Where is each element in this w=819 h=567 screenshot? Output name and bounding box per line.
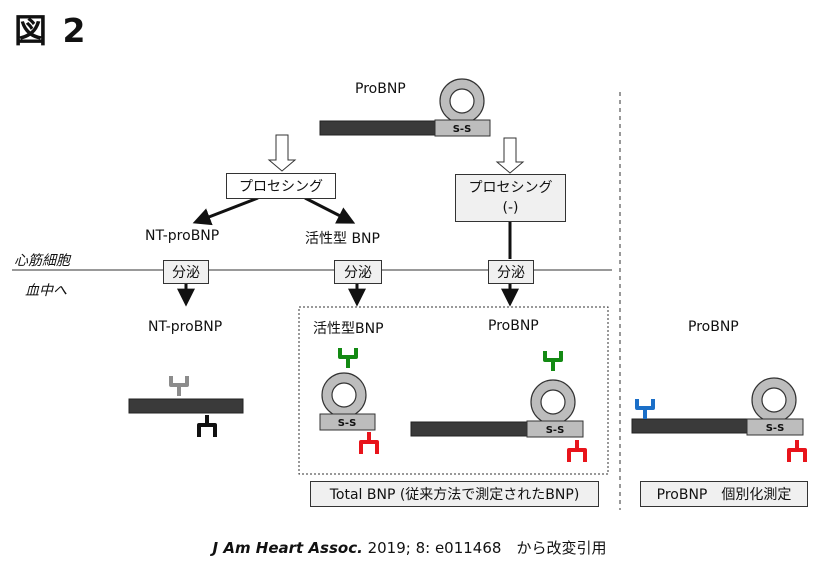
processing-right-line2: (-) <box>502 200 519 216</box>
nt-probnp-upper-label: NT-proBNP <box>145 228 220 244</box>
arrow-to-active-bnp <box>304 196 356 224</box>
antibody-red-active <box>359 432 379 454</box>
open-arrow-right <box>495 137 525 174</box>
antibody-gray-shape <box>169 376 189 396</box>
processing-right-line1: プロセシング <box>468 180 553 196</box>
antibody-blue-shape <box>635 399 655 419</box>
probnp-middle-label: ProBNP <box>488 318 539 334</box>
active-bnp-upper-label: 活性型 BNP <box>305 231 380 247</box>
chain <box>410 421 528 437</box>
total-bnp-box: Total BNP (従来方法で測定されたBNP) <box>310 481 599 507</box>
antibody-red-right-shape <box>787 440 807 462</box>
active-bnp-lower-label: 活性型BNP <box>313 321 384 337</box>
ss-label: S-S <box>338 418 357 429</box>
figure-title: 図 2 <box>14 11 88 50</box>
ss-label: S-S <box>766 423 785 434</box>
blood-label: 血中へ <box>25 283 67 299</box>
chain <box>128 398 244 414</box>
active-bnp-molecule: S-S <box>319 372 376 431</box>
secretion-box-2: 分泌 <box>334 260 382 284</box>
chain <box>631 418 748 434</box>
nt-probnp-lower-label: NT-proBNP <box>148 319 223 335</box>
antibody-red-probnp <box>567 440 587 462</box>
ss-block <box>434 119 491 137</box>
antibody-red-active-shape <box>359 432 379 454</box>
total-bnp-group-box <box>298 306 609 475</box>
antibody-green-probnp <box>543 351 563 371</box>
ss-block <box>526 420 584 438</box>
secretion-box-1: 分泌 <box>163 260 209 284</box>
antibody-green-active-shape <box>338 348 358 368</box>
citation-journal: J Am Heart Assoc. <box>212 539 363 557</box>
citation-suffix: から改変引用 <box>501 539 607 557</box>
ss-label: S-S <box>546 425 565 436</box>
processing-box-right: プロセシング (-) <box>455 174 566 222</box>
antibody-green-active <box>338 348 358 368</box>
antibody-red-probnp-shape <box>567 440 587 462</box>
ss-label: S-S <box>453 124 472 135</box>
antibody-blue <box>635 399 655 419</box>
ss-block <box>746 418 804 436</box>
probnp-individual-box: ProBNP 個別化測定 <box>640 481 808 507</box>
probnp-middle-molecule: S-S <box>410 379 584 438</box>
citation: J Am Heart Assoc. 2019; 8: e011468 から改変引… <box>0 537 819 558</box>
chain <box>319 120 436 136</box>
nt-probnp-molecule <box>128 398 244 414</box>
antibody-green-probnp-shape <box>543 351 563 371</box>
myocyte-label: 心筋細胞 <box>14 253 70 269</box>
probnp-top-label: ProBNP <box>355 81 406 97</box>
probnp-right-label: ProBNP <box>688 319 739 335</box>
antibody-black <box>197 415 217 437</box>
antibody-red-right <box>787 440 807 462</box>
ss-block <box>319 413 376 431</box>
probnp-right-molecule: S-S <box>631 377 804 436</box>
antibody-gray <box>169 376 189 396</box>
probnp-top-molecule: S-S <box>319 78 491 137</box>
antibody-black-shape <box>197 415 217 437</box>
open-arrow-left <box>267 134 297 172</box>
arrow-to-nt-probnp <box>192 196 259 226</box>
citation-details: 2019; 8: e011468 <box>362 539 502 557</box>
processing-box-left: プロセシング <box>226 173 336 199</box>
secretion-box-3: 分泌 <box>488 260 534 284</box>
